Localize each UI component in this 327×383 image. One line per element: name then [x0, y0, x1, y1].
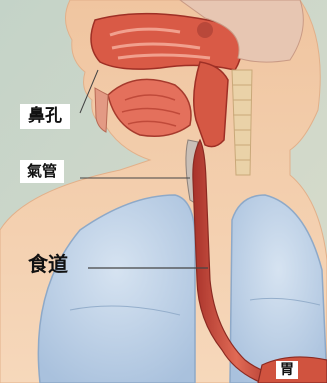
label-nostril: 鼻孔: [20, 104, 70, 129]
label-trachea: 氣管: [20, 160, 64, 183]
sinus-spot: [197, 22, 213, 38]
label-stomach: 胃: [276, 361, 298, 379]
cervical-spine: [232, 70, 252, 175]
label-esophagus: 食道: [20, 250, 76, 278]
